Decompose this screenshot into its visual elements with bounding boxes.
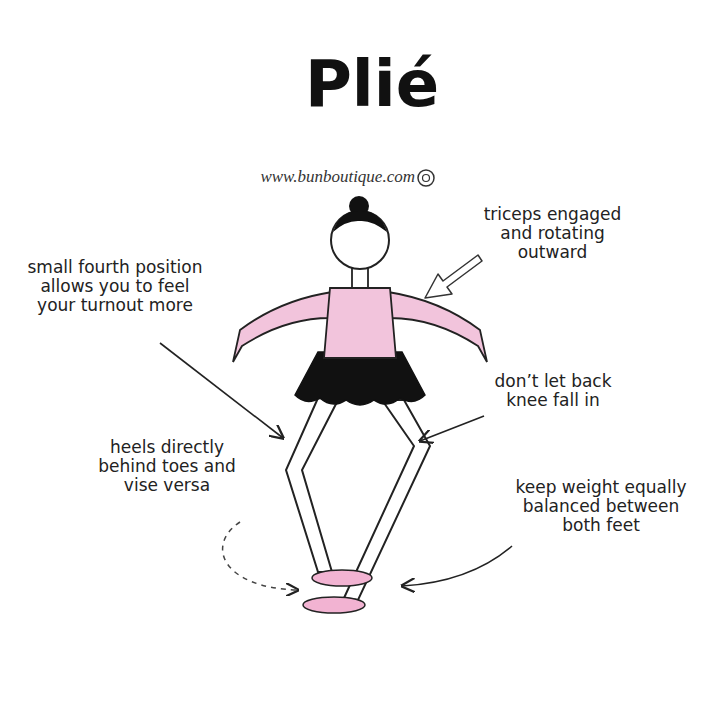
ballet-shoe [312,570,372,586]
website-url: www.bunboutique.com [225,168,415,187]
callout-note: small fourth position allows you to feel… [22,258,208,315]
leader-arrow [160,343,283,438]
back-leg [344,400,430,600]
tutu [295,352,425,405]
hollow-arrow [425,255,482,298]
head [331,211,389,269]
logo-rose [423,175,430,182]
callout-note: don’t let back knee fall in [478,372,628,410]
callout-note: triceps engaged and rotating outward [470,205,635,262]
dashed-arrow [223,522,298,590]
title: Plié [262,52,482,116]
logo-rose [418,170,434,186]
hair [333,211,387,232]
ballet-shoe [303,597,365,613]
right-arm [388,292,487,362]
leotard [324,288,396,358]
front-leg [286,398,338,572]
callout-note: heels directly behind toes and vise vers… [92,438,242,495]
left-arm [233,292,332,362]
callout-note: keep weight equally balanced between bot… [515,478,687,535]
leader-arrow [420,416,484,441]
leader-arrow [402,546,512,586]
neck [351,266,353,290]
neck [367,266,369,290]
